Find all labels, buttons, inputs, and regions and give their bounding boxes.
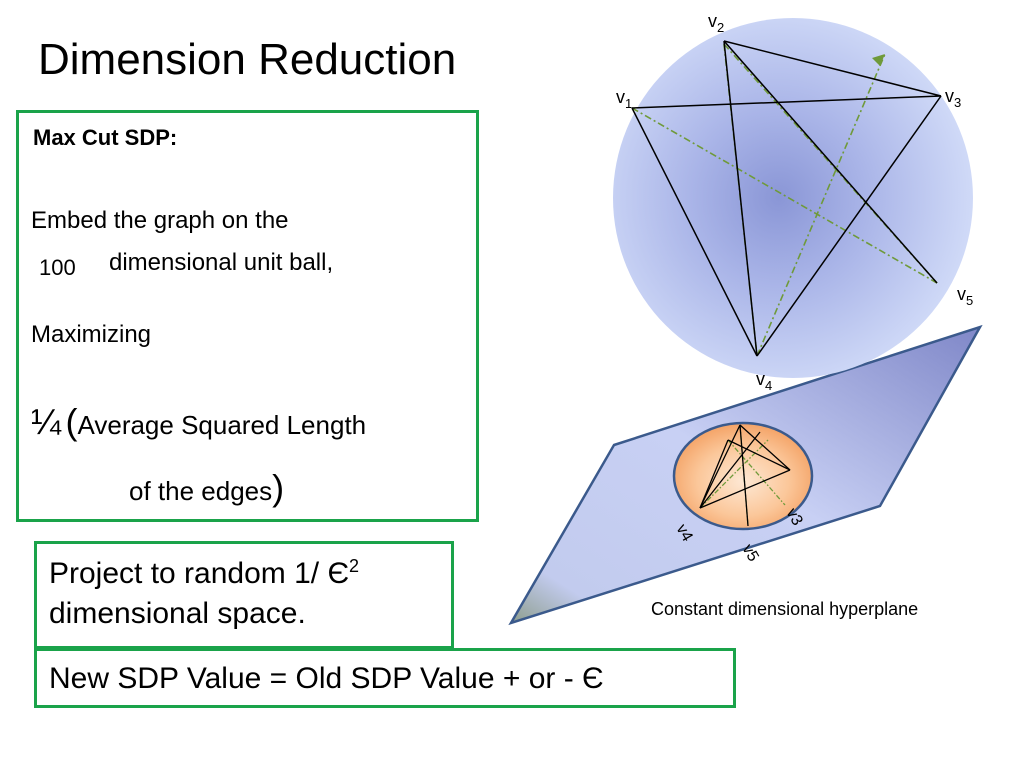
label-v1: v1 [616,87,632,111]
label-v3: v3 [945,86,961,110]
project-line2: dimensional space. [49,597,306,630]
ball-arrow-head [872,54,885,66]
embed-text-line1: Embed the graph on the [31,207,289,234]
objective-formula-line2: of the edges) [129,467,284,509]
project-text: Project to random 1/ Є [49,557,350,590]
embed-dimension: 100 [39,255,76,280]
hyperplane-caption: Constant dimensional hyperplane [651,599,918,619]
of-the-edges-text: of the edges [129,476,273,506]
projected-label-v5: v5 [739,542,762,565]
projected-ball [672,421,814,531]
quarter-symbol: ¼ [31,401,62,442]
project-box: Project to random 1/ Є2 dimensional spac… [34,541,454,649]
label-v4: v4 [756,369,772,393]
objective-formula-line1: ¼ (Average Squared Length [31,401,366,443]
projected-label-v3: v3 [783,506,806,529]
unit-ball [613,18,973,378]
open-paren: ( [65,401,78,442]
max-cut-sdp-box: Max Cut SDP: Embed the graph on the 100 … [16,110,479,522]
label-v5: v5 [957,284,973,308]
page-title: Dimension Reduction [38,35,457,84]
label-v2: v2 [708,11,724,35]
epsilon-exponent: 2 [349,556,360,576]
projected-label-v4: v4 [673,522,696,545]
maximizing-text: Maximizing [31,321,152,348]
close-paren: ) [272,467,285,508]
sdp-value-box: New SDP Value = Old SDP Value + or - Є [34,648,736,708]
average-squared-length-text: Average Squared Length [77,410,367,440]
sdp-heading: Max Cut SDP: [33,125,178,150]
projected-edges [699,424,791,527]
project-line1: Project to random 1/ Є2 [49,554,439,594]
ball-edges [631,40,942,357]
embed-text-line2: dimensional unit ball, [109,249,334,276]
